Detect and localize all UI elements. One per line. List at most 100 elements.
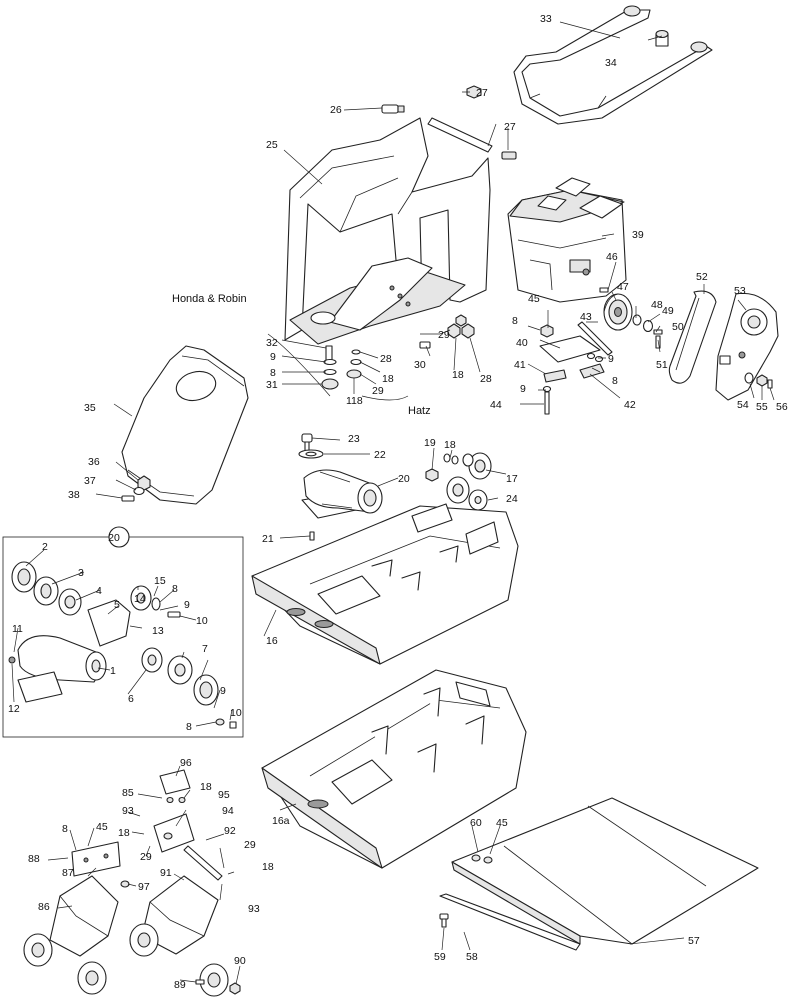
exciter-callout-7: 7 <box>202 643 208 655</box>
callout-27-right: 27 <box>504 121 516 133</box>
callout-29-wheel-right: 29 <box>244 839 256 851</box>
exciter-callout-10-top: 10 <box>196 615 208 627</box>
exciter-callout-13: 13 <box>152 625 164 637</box>
bush-34 <box>655 29 669 47</box>
callout-55: 55 <box>756 401 768 413</box>
strip-58 <box>439 893 581 951</box>
callout-41: 41 <box>514 359 526 371</box>
exciter-callout-14: 14 <box>134 593 146 605</box>
exciter-callout-2: 2 <box>42 541 48 553</box>
axle-92 <box>183 845 223 881</box>
exciter-callout-8-bottom: 8 <box>186 721 192 733</box>
callout-9-lower: 9 <box>520 383 526 395</box>
callout-16: 16 <box>266 635 278 647</box>
base-plate-16 <box>251 503 519 665</box>
callout-28-hatz: 28 <box>380 353 392 365</box>
callout-17: 17 <box>506 473 518 485</box>
belt-52 <box>668 290 717 384</box>
callout-32: 32 <box>266 337 278 349</box>
bolt-38 <box>121 495 135 502</box>
callout-85: 85 <box>122 787 134 799</box>
exciter-callout-15: 15 <box>154 575 166 587</box>
callout-93-left: 93 <box>122 805 134 817</box>
callout-59: 59 <box>434 951 446 963</box>
callout-44: 44 <box>490 399 502 411</box>
callout-97: 97 <box>138 881 150 893</box>
bump-97 <box>120 880 130 888</box>
rubber-mount-42 <box>579 363 605 379</box>
exciter-callout-5: 5 <box>114 599 120 611</box>
exciter-callout-1: 1 <box>110 665 116 677</box>
callout-57: 57 <box>688 935 700 947</box>
note-hatz: Hatz <box>408 405 431 417</box>
callout-8-right: 8 <box>612 375 618 387</box>
callout-29-frame: 29 <box>438 329 450 341</box>
callout-86: 86 <box>38 901 50 913</box>
callout-18-frame: 18 <box>452 369 464 381</box>
handle-33 <box>513 5 713 125</box>
callout-91: 91 <box>160 867 172 879</box>
nut-27-right <box>501 151 517 160</box>
trolley-86 <box>23 875 119 995</box>
engine-39 <box>507 177 627 303</box>
callout-36: 36 <box>88 456 100 468</box>
wheel-bracket-94 <box>153 813 195 853</box>
callout-29-hatz: 29 <box>372 385 384 397</box>
leader-lines <box>11 21 775 985</box>
pulley-upper <box>462 452 492 480</box>
key-46 <box>599 287 609 293</box>
washer-9-right <box>586 352 604 363</box>
nut-19 <box>425 468 439 482</box>
rubber-mat-57 <box>451 797 759 945</box>
callout-30: 30 <box>414 359 426 371</box>
callout-38: 38 <box>68 489 80 501</box>
rubber-mount-41 <box>543 369 567 383</box>
exciter-callout-10-bottom: 10 <box>230 707 242 719</box>
callout-47: 47 <box>617 281 629 293</box>
callout-45-clutch: 45 <box>528 293 540 305</box>
exciter-callout-9-top: 9 <box>184 599 190 611</box>
callout-90: 90 <box>234 955 246 967</box>
washer-22 <box>298 449 324 459</box>
exciter-callout-6: 6 <box>128 693 134 705</box>
pin-21 <box>309 531 315 541</box>
callout-40: 40 <box>516 337 528 349</box>
bolt-44 <box>544 391 550 415</box>
callout-8-wheel: 8 <box>62 823 68 835</box>
callout-16a: 16a <box>272 815 290 827</box>
bar-43 <box>577 321 613 356</box>
callout-93-right: 93 <box>248 903 260 915</box>
wheel-bracket-96 <box>159 769 191 804</box>
washer-9-lower <box>542 385 552 393</box>
callout-45-mat: 45 <box>496 817 508 829</box>
bracket-87 <box>71 841 121 877</box>
washer-48 <box>632 314 642 326</box>
callout-46: 46 <box>606 251 618 263</box>
callout-8-hr: 8 <box>270 367 276 379</box>
callout-51: 51 <box>656 359 668 371</box>
callout-28-frame: 28 <box>480 373 492 385</box>
callout-18-wheel-left: 18 <box>118 827 130 839</box>
callout-37: 37 <box>84 475 96 487</box>
pulley-17 <box>446 476 470 504</box>
callout-43: 43 <box>580 311 592 323</box>
callout-35: 35 <box>84 402 96 414</box>
callout-26: 26 <box>330 104 342 116</box>
washer-49 <box>642 319 654 333</box>
callout-31: 31 <box>266 379 278 391</box>
washer-54 <box>744 372 754 384</box>
callout-42: 42 <box>624 399 636 411</box>
callout-34: 34 <box>605 57 617 69</box>
nut-45 <box>540 324 554 338</box>
callout-56: 56 <box>776 401 788 413</box>
callout-22: 22 <box>374 449 386 461</box>
callout-21: 21 <box>262 533 274 545</box>
washer-18-exciter <box>443 453 459 465</box>
callout-18-hatz: 18 <box>382 373 394 385</box>
callout-89: 89 <box>174 979 186 991</box>
callout-29-wheel-left: 29 <box>140 851 152 863</box>
callout-39: 39 <box>632 229 644 241</box>
exciter-callout-12: 12 <box>8 703 20 715</box>
exciter-20 <box>301 469 383 519</box>
callout-45-wheel: 45 <box>96 821 108 833</box>
